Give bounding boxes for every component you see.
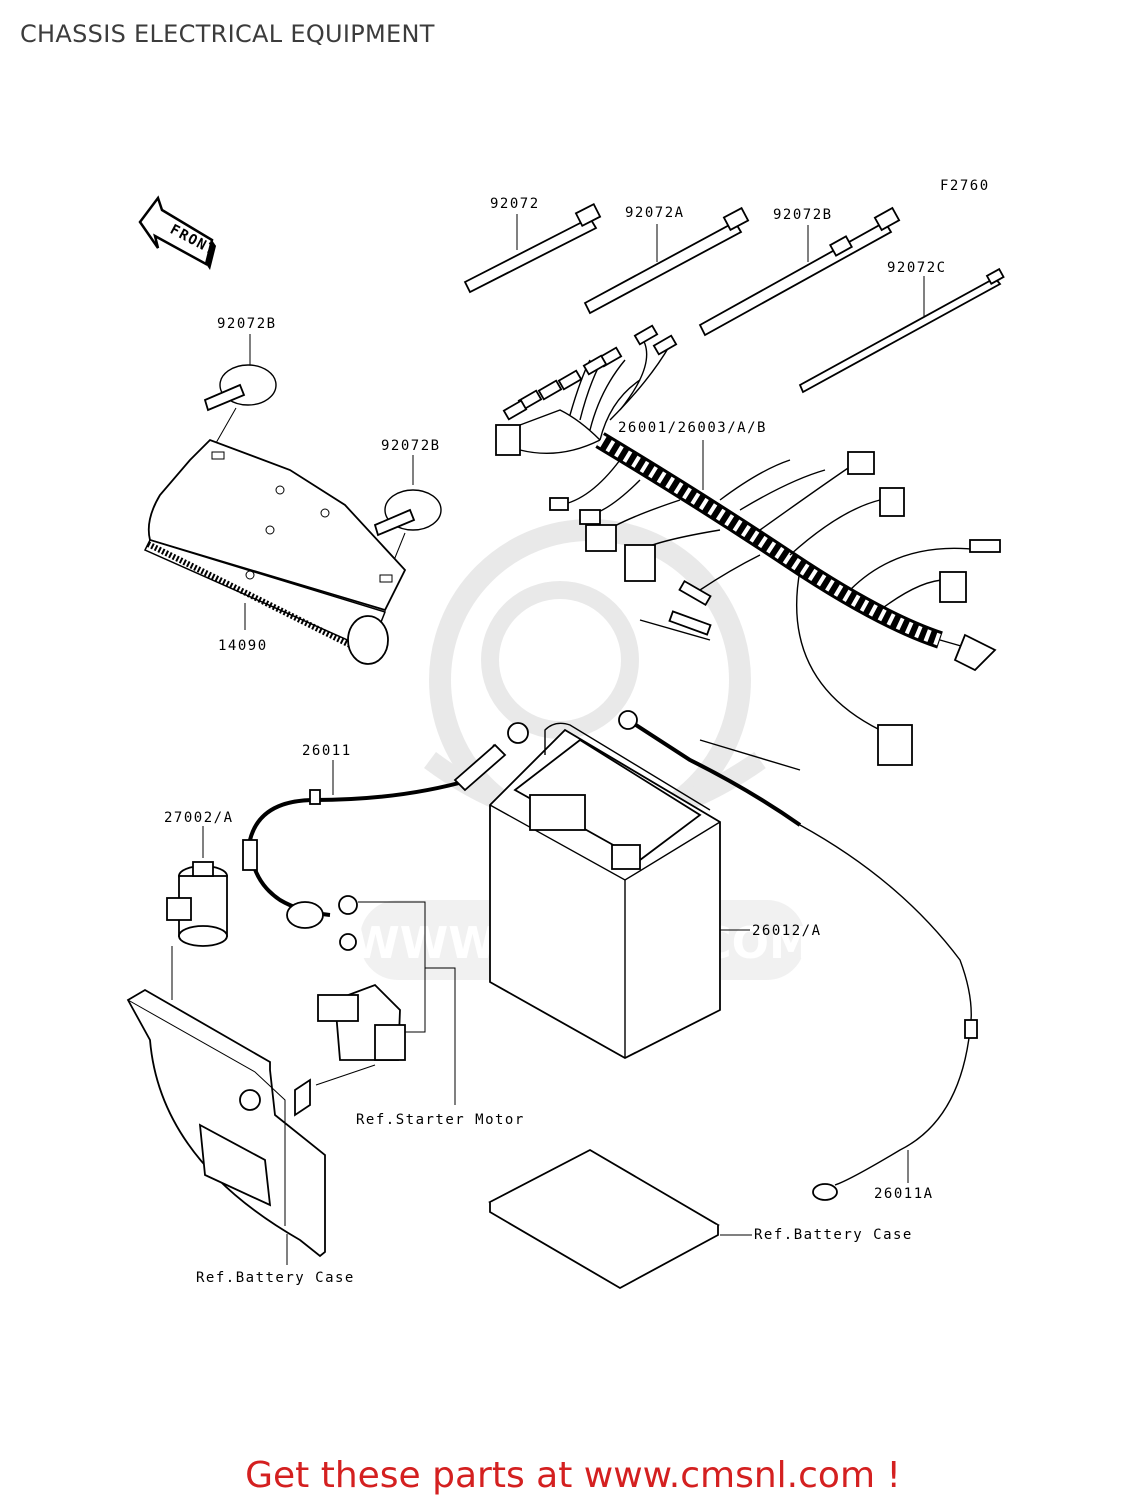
label-27002A: 27002/A <box>164 810 234 826</box>
label-26011A: 26011A <box>874 1186 934 1202</box>
label-92072B-left: 92072B <box>217 316 277 332</box>
cable-tie-92072A <box>583 206 750 315</box>
label-harness: 26001/26003/A/B <box>618 420 767 436</box>
battery-cable-26011 <box>242 722 529 951</box>
starter-relay-27002 <box>166 826 228 1000</box>
label-14090: 14090 <box>218 638 268 654</box>
harness-cover-14090 <box>143 438 407 665</box>
label-92072C: 92072C <box>887 260 947 276</box>
label-26011: 26011 <box>302 743 352 759</box>
clamp-92072B-mid <box>373 455 442 576</box>
front-arrow-icon: FRONT <box>138 195 219 270</box>
ground-cable-26011A <box>618 710 978 1201</box>
label-26012A: 26012/A <box>752 923 822 939</box>
cable-tie-92072 <box>463 203 602 294</box>
battery-26012 <box>489 722 750 1060</box>
label-ref-battery-case-left: Ref.Battery Case <box>196 1270 355 1286</box>
cable-tie-92072C <box>798 267 1005 394</box>
label-92072A: 92072A <box>625 205 685 221</box>
label-92072: 92072 <box>490 196 540 212</box>
battery-case-bracket-left <box>126 988 326 1265</box>
figure-code: F2760 <box>940 178 990 194</box>
label-92072B-mid: 92072B <box>381 438 441 454</box>
page-title: CHASSIS ELECTRICAL EQUIPMENT <box>20 20 435 48</box>
clamp-92072B-left <box>203 334 277 451</box>
cable-tie-92072B <box>698 206 901 337</box>
label-ref-starter-motor: Ref.Starter Motor <box>356 1112 525 1128</box>
main-wiring-harness <box>495 324 1001 766</box>
battery-case-pad <box>488 1148 752 1290</box>
starter-solenoid <box>315 895 456 1105</box>
label-ref-battery-case-right: Ref.Battery Case <box>754 1227 913 1243</box>
label-92072B-top: 92072B <box>773 207 833 223</box>
footer-link[interactable]: Get these parts at www.cmsnl.com ! <box>245 1455 901 1496</box>
